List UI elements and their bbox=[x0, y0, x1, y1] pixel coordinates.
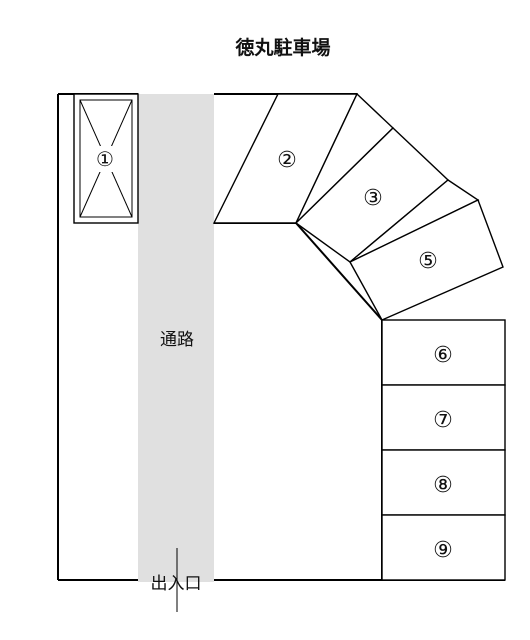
lot-title: 徳丸駐車場 bbox=[234, 36, 330, 59]
parking-space-1[interactable]: ① bbox=[73, 93, 139, 224]
parking-space-8[interactable]: ⑧ bbox=[381, 449, 506, 516]
space-label-2: ② bbox=[277, 148, 297, 173]
parking-space-7[interactable]: ⑦ bbox=[381, 384, 506, 451]
parking-space-5[interactable]: ⑤ bbox=[349, 179, 504, 321]
space-label-8: ⑧ bbox=[433, 473, 453, 498]
aisle bbox=[138, 94, 214, 582]
entrance-label: 出入口 bbox=[151, 574, 202, 594]
space-label-1: ① bbox=[96, 147, 114, 171]
parking-space-6[interactable]: ⑥ bbox=[381, 319, 506, 386]
space-label-6: ⑥ bbox=[433, 343, 453, 368]
parking-space-9[interactable]: ⑨ bbox=[381, 514, 506, 581]
space-label-5: ⑤ bbox=[418, 249, 438, 274]
space-label-3: ③ bbox=[363, 186, 383, 211]
aisle-label: 通路 bbox=[160, 330, 194, 350]
space-label-9: ⑨ bbox=[433, 538, 453, 563]
space-label-7: ⑦ bbox=[433, 408, 453, 433]
entrance: 出入口 bbox=[151, 548, 202, 612]
